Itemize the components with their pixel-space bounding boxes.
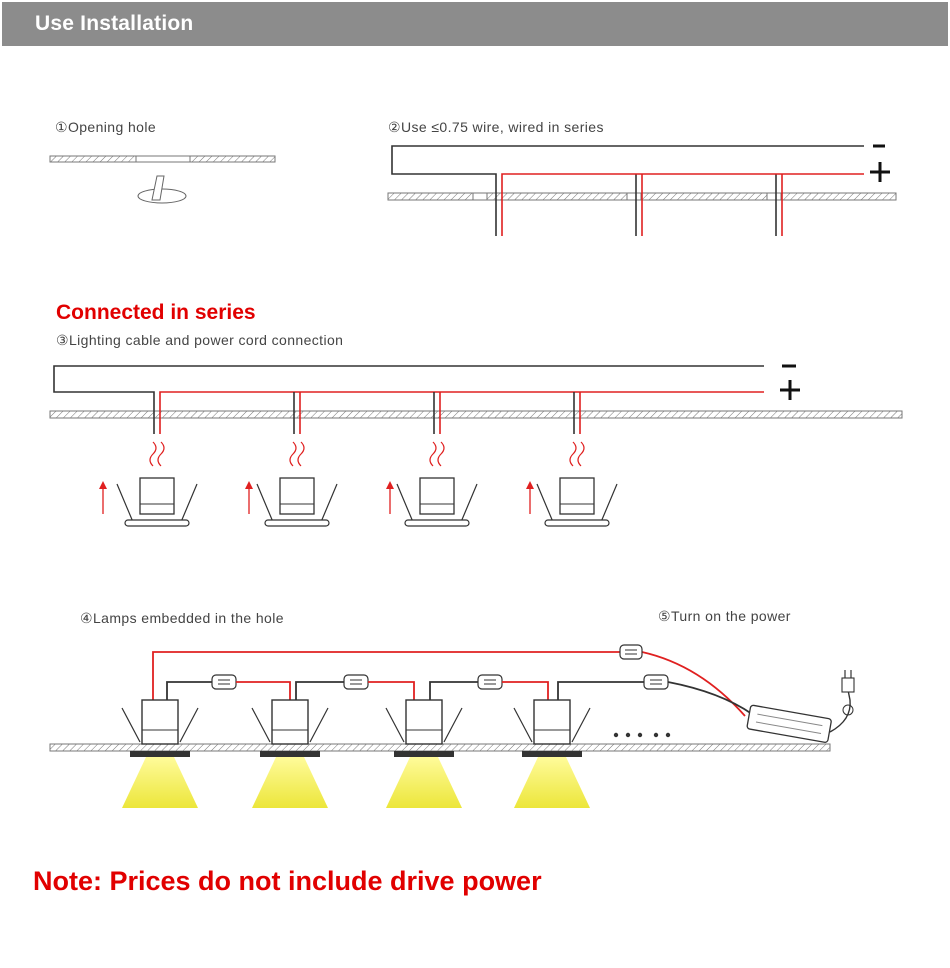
light-beam-icon: [386, 757, 462, 808]
panel-series-connection: [49, 364, 903, 527]
ceiling-board-3: [49, 410, 903, 419]
lamp-icon: [536, 441, 618, 527]
step-4-label: ④Lamps embedded in the hole: [80, 610, 284, 626]
plug-icon: [841, 670, 855, 716]
step-2-label: ②Use ≤0.75 wire, wired in series: [388, 119, 604, 135]
arrow-up-icon: [526, 481, 534, 514]
lamp-icon: [385, 699, 463, 808]
lamp-icon: [251, 699, 329, 808]
step-1-label: ①Opening hole: [55, 119, 157, 135]
section-header: Use Installation: [2, 2, 948, 46]
light-beam-icon: [252, 757, 328, 808]
panel-wiring: [387, 144, 897, 236]
lamp-icon: [396, 441, 478, 527]
lamp-icon: [116, 441, 198, 527]
positive-sign-icon-3: [780, 380, 800, 400]
connector-icon: [343, 674, 369, 690]
price-note: Note: Prices do not include drive power: [33, 866, 542, 896]
connected-in-series-heading: Connected in series: [56, 301, 256, 324]
positive-sign-icon: [870, 162, 890, 182]
panel-installed: [49, 644, 855, 808]
main-positive-wire: [152, 651, 620, 700]
light-beam-icon: [514, 757, 590, 808]
section-title: Use Installation: [35, 12, 194, 35]
ceiling-board-right: [189, 155, 276, 163]
step-5-label: ⑤Turn on the power: [658, 608, 791, 624]
step-3-label: ③Lighting cable and power cord connectio…: [56, 332, 344, 348]
ceiling-board-4: [49, 743, 831, 752]
lamp-icon: [256, 441, 338, 527]
more-lamps-dots: [613, 732, 671, 738]
arrow-up-icon: [99, 481, 107, 514]
arrow-up-icon: [245, 481, 253, 514]
panel-opening-hole: [49, 155, 276, 204]
connector-icon: [643, 674, 669, 690]
lamp-icon: [513, 699, 591, 808]
hole-saw-icon: [137, 175, 187, 204]
lamp-icon: [121, 699, 199, 808]
light-beam-icon: [122, 757, 198, 808]
negative-wire: [391, 145, 864, 236]
positive-wire-3: [159, 391, 764, 434]
arrow-up-icon: [386, 481, 394, 514]
driver-icon: [746, 704, 832, 743]
ceiling-board-left: [49, 155, 137, 163]
connector-icon: [477, 674, 503, 690]
positive-wire: [501, 173, 864, 236]
negative-wire-3: [53, 365, 764, 434]
connector-icon: [619, 644, 643, 660]
connector-icon: [211, 674, 237, 690]
